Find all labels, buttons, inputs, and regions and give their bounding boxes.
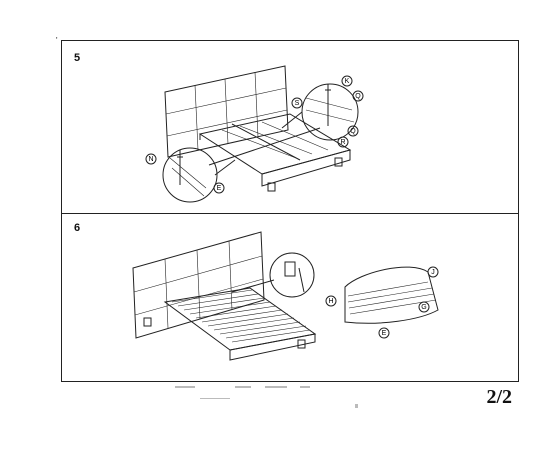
svg-text:Q: Q — [350, 128, 356, 135]
instruction-frame — [61, 40, 519, 382]
callout-q-top: Q — [352, 90, 364, 102]
step-6-headboard — [132, 231, 265, 339]
svg-text:K: K — [345, 78, 350, 85]
step-6-detail-left — [231, 252, 315, 298]
callout-s: S — [291, 97, 303, 109]
scan-artifact — [175, 386, 195, 388]
callout-e-step6: E — [378, 327, 390, 339]
svg-text:J: J — [431, 269, 435, 276]
callout-e-step5: E — [213, 182, 225, 194]
svg-text:Q: Q — [355, 93, 361, 100]
scan-artifact — [235, 386, 251, 388]
svg-text:H: H — [328, 298, 333, 305]
callout-r: R — [337, 136, 349, 148]
svg-text:G: G — [421, 304, 426, 311]
step-6-number: 6 — [74, 222, 81, 234]
svg-text:E: E — [217, 185, 222, 192]
callout-n: N — [145, 153, 157, 165]
step-divider — [61, 213, 519, 214]
step-5-number: 5 — [74, 52, 81, 64]
step-5-detail-left — [162, 147, 236, 203]
scan-artifact — [265, 386, 287, 388]
step-5-detail-right — [281, 83, 359, 141]
step-6-bed-with-slats — [143, 287, 317, 361]
step-5-headboard — [164, 65, 289, 158]
callout-j: J — [427, 266, 439, 278]
svg-text:R: R — [340, 139, 345, 146]
callout-k: K — [341, 75, 353, 87]
scan-artifact — [300, 386, 310, 388]
svg-text:N: N — [148, 156, 153, 163]
step-6-detail-right — [344, 266, 439, 324]
svg-text:E: E — [382, 330, 387, 337]
scan-artifact — [200, 398, 230, 399]
scan-artifact — [355, 404, 358, 408]
callout-q-bottom: Q — [347, 125, 359, 137]
callout-h: H — [325, 295, 337, 307]
step-5-bed-frame — [198, 113, 352, 192]
svg-text:S: S — [295, 100, 300, 107]
corner-mark: ' — [56, 36, 58, 45]
page-number: 2/2 — [486, 386, 512, 408]
callout-g: G — [418, 301, 430, 313]
